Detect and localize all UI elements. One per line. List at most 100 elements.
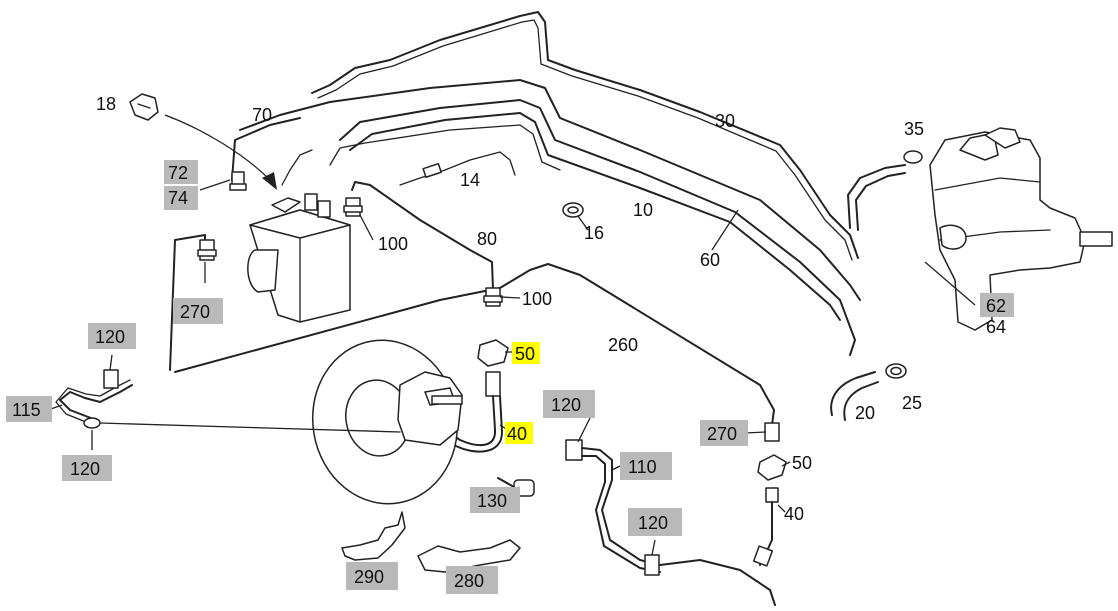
label-50-yellow: 50	[512, 342, 540, 364]
line-to-disc	[99, 422, 401, 433]
label-16: 16	[584, 223, 604, 243]
label-280-text: 280	[454, 571, 484, 591]
label-290: 290	[346, 562, 398, 590]
label-60: 60	[700, 250, 720, 270]
label-40-right-text: 40	[784, 504, 804, 524]
label-115-text: 115	[12, 400, 41, 420]
label-260: 260	[608, 335, 638, 355]
label-120-b: 120	[62, 455, 112, 481]
label-100-top-text: 100	[378, 234, 408, 254]
bracket-50-left	[477, 339, 509, 367]
label-25-text: 25	[902, 393, 922, 413]
label-14-text: 14	[460, 170, 480, 190]
label-100-mid-text: 100	[522, 289, 552, 309]
label-120-d: 120	[628, 508, 682, 536]
label-30-text: 30	[715, 111, 735, 131]
bracket-280	[417, 539, 521, 573]
brake-line-110	[565, 439, 776, 606]
label-270-left-text: 270	[180, 302, 210, 322]
label-130: 130	[470, 487, 520, 513]
label-64-text: 64	[986, 317, 1006, 337]
brake-line-bundle-c	[349, 112, 841, 321]
abs-hydraulic-unit	[247, 193, 351, 323]
label-290-text: 290	[354, 567, 384, 587]
sensor-14-plug	[422, 162, 442, 178]
label-270-left: 270	[173, 298, 223, 324]
label-270-right: 270	[700, 420, 748, 446]
clip-18	[129, 93, 159, 121]
label-50-right-text: 50	[792, 453, 812, 473]
label-30: 30	[715, 111, 735, 131]
label-16-text: 16	[584, 223, 604, 243]
brake-line-18-end	[281, 149, 313, 186]
arrow-18-head	[262, 172, 277, 190]
fitting-72-74	[229, 171, 247, 191]
fitting-100-top	[343, 197, 363, 217]
label-120-a: 120	[88, 323, 136, 349]
label-80: 80	[477, 229, 497, 249]
label-40-yellow: 40	[505, 422, 533, 444]
label-10: 10	[633, 200, 653, 220]
label-40-yellow-text: 40	[507, 424, 527, 444]
brake-line-80	[351, 181, 494, 291]
label-80-text: 80	[477, 229, 497, 249]
clamp-35	[903, 150, 923, 164]
label-40-right: 40	[784, 504, 804, 524]
label-70: 70	[252, 105, 272, 125]
brake-line-30-inner	[317, 19, 853, 261]
label-62: 62	[980, 293, 1014, 317]
label-35: 35	[904, 119, 924, 139]
brake-hose-40-left	[444, 371, 503, 453]
label-110-text: 110	[628, 457, 657, 477]
bracket-50-right	[757, 454, 787, 481]
brake-line-bundle-d	[329, 124, 561, 171]
label-18-text: 18	[96, 94, 116, 114]
clamp-16	[562, 202, 584, 218]
label-25: 25	[902, 393, 922, 413]
label-270-right-text: 270	[707, 424, 737, 444]
label-20: 20	[855, 403, 875, 423]
fitting-270-right	[764, 422, 780, 442]
label-10-text: 10	[633, 200, 653, 220]
fitting-120-115	[83, 369, 119, 429]
hose-20-b	[843, 381, 879, 421]
label-74: 74	[164, 186, 198, 210]
label-20-text: 20	[855, 403, 875, 423]
label-130-text: 130	[477, 491, 507, 511]
master-cylinder-booster	[929, 127, 1113, 331]
label-280: 280	[446, 566, 498, 594]
brake-line-bundle-b	[339, 99, 856, 356]
label-120-a-text: 120	[95, 327, 125, 347]
label-120-b-text: 120	[70, 459, 100, 479]
reservoir-hose	[847, 164, 906, 229]
brake-line-115	[59, 384, 133, 421]
label-120-d-text: 120	[638, 513, 668, 533]
label-100-top: 100	[378, 234, 408, 254]
fitting-100-mid	[483, 287, 503, 307]
label-120-c-text: 120	[551, 395, 581, 415]
label-60-text: 60	[700, 250, 720, 270]
label-110: 110	[620, 452, 672, 480]
label-18: 18	[96, 94, 116, 114]
brake-line-30	[311, 11, 859, 259]
clamp-25	[885, 363, 907, 379]
label-70-text: 70	[252, 105, 272, 125]
label-100-mid: 100	[522, 289, 552, 309]
label-115: 115	[6, 396, 52, 422]
brake-hose-40-right	[752, 487, 779, 567]
arrow-18	[164, 114, 271, 181]
label-35-text: 35	[904, 119, 924, 139]
label-14: 14	[460, 170, 480, 190]
bracket-290	[341, 511, 406, 561]
label-64: 64	[986, 317, 1006, 337]
hose-20	[830, 371, 876, 416]
fitting-270-left	[197, 239, 217, 261]
label-50-yellow-text: 50	[515, 344, 535, 364]
label-74-text: 74	[168, 188, 188, 208]
brake-disc	[311, 339, 463, 505]
label-120-c: 120	[543, 390, 595, 418]
label-50-right: 50	[792, 453, 812, 473]
brake-line-70	[231, 117, 301, 181]
label-62-text: 62	[986, 296, 1006, 316]
